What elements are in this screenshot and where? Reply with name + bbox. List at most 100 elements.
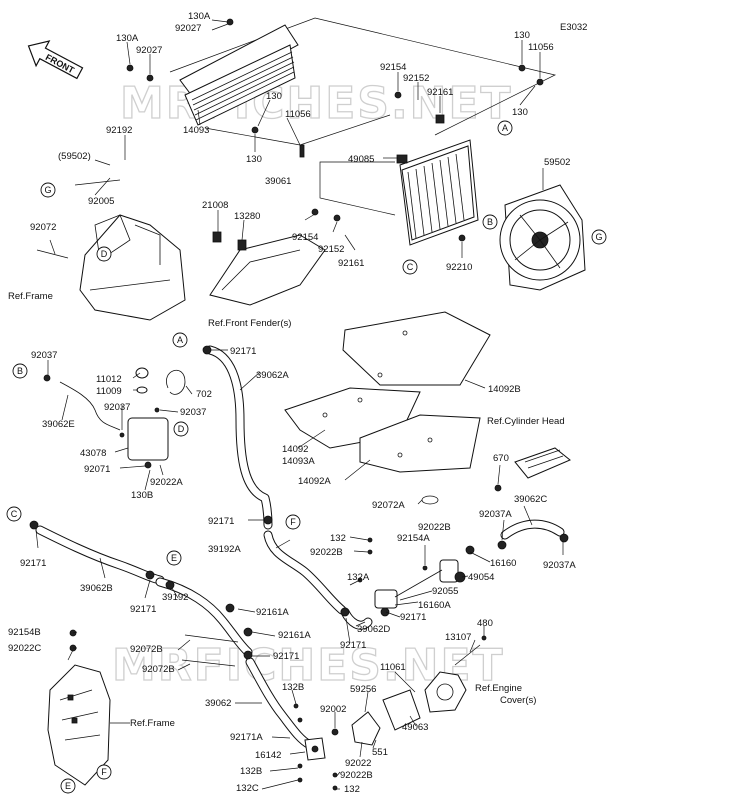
part-label: 92072 [30, 222, 56, 233]
part-label: 92072B [130, 644, 163, 655]
part-label: 21008 [202, 200, 228, 211]
part-label: 92022 [345, 758, 371, 769]
part-label: 11056 [285, 109, 311, 120]
svg-text:A: A [177, 335, 183, 345]
part-label: 92171 [340, 640, 366, 651]
fasteners [29, 18, 569, 791]
callout-B-top: B [482, 214, 498, 230]
part-label: 92171 [208, 516, 234, 527]
part-label: 11056 [528, 42, 554, 53]
part-label: 92037A [543, 560, 576, 571]
part-label: 92005 [88, 196, 114, 207]
part-label: 39062C [514, 494, 547, 505]
ref-cylinder-head: Ref.Cylinder Head [487, 416, 565, 427]
part-label: 92022B [340, 770, 373, 781]
part-label: 92171 [230, 346, 256, 357]
oil-cooler-grille [179, 24, 299, 126]
part-label: 92154A [397, 533, 430, 544]
callout-F-mid: F [285, 514, 301, 530]
part-label: 92022C [8, 643, 41, 654]
part-label: 130 [246, 154, 262, 165]
part-label: 92071 [84, 464, 110, 475]
cooling-fan [499, 184, 586, 291]
callout-B-mid: B [12, 363, 28, 379]
part-label: 11012 [96, 374, 122, 385]
part-label: 132A [347, 572, 370, 583]
radiator-core [396, 139, 479, 246]
diagram-code: E3032 [560, 22, 587, 33]
part-label: 92002 [320, 704, 346, 715]
part-label: 39062D [357, 624, 390, 635]
part-label: 49063 [402, 722, 428, 733]
part-label: 39192A [208, 544, 241, 555]
callout-D-mid: D [173, 421, 189, 437]
part-label: 59256 [350, 684, 376, 695]
frame-top-left [79, 214, 186, 321]
part-label: 702 [196, 389, 212, 400]
part-label: 92171 [400, 612, 426, 623]
svg-text:E: E [65, 781, 71, 791]
ref-frame-bottom: Ref.Frame [130, 718, 175, 729]
part-label: 16142 [255, 750, 281, 761]
callout-F-bottom: F [96, 764, 112, 780]
part-label: 130B [131, 490, 153, 501]
part-label: (59502) [58, 151, 91, 162]
ref-engine-cover-line1: Ref.Engine [475, 683, 522, 694]
part-label: 92192 [106, 125, 132, 136]
front-fender [209, 231, 326, 306]
part-label: 16160 [490, 558, 516, 569]
part-label: 14092B [488, 384, 521, 395]
part-label: 49085 [348, 154, 374, 165]
svg-text:B: B [17, 366, 23, 376]
part-label: 132 [344, 784, 360, 795]
part-label: 92037 [104, 402, 130, 413]
part-label: 132B [240, 766, 262, 777]
part-label: 92171 [273, 651, 299, 662]
part-label: 13107 [445, 632, 471, 643]
part-label: 14093 [183, 125, 209, 136]
part-label: 92154 [292, 232, 318, 243]
callout-E-bottom: E [60, 778, 76, 794]
callout-A-mid: A [172, 332, 188, 348]
watermark-top: MRFICHES.NET [120, 78, 513, 129]
part-label: 670 [493, 453, 509, 464]
cylinder-head-fitting [514, 447, 571, 479]
svg-text:D: D [101, 249, 108, 259]
part-label: 14093A [282, 456, 315, 467]
part-label: 92152 [403, 73, 429, 84]
part-label: 11061 [380, 662, 406, 673]
part-label: 43078 [80, 448, 106, 459]
part-label: 92171 [130, 604, 156, 615]
part-number-labels: 130A 92027 130A 92027 130 11056 130 9215… [8, 11, 576, 795]
thermostat-housing [374, 559, 466, 609]
svg-text:C: C [407, 262, 414, 272]
part-label: 92027 [136, 45, 162, 56]
part-label: 16160A [418, 600, 451, 611]
part-label: 92171 [20, 558, 46, 569]
part-label: 92161A [256, 607, 289, 618]
part-label: 13280 [234, 211, 260, 222]
part-label: 92154 [380, 62, 406, 73]
part-label: 92037 [31, 350, 57, 361]
part-label: 92171A [230, 732, 263, 743]
svg-text:B: B [487, 217, 493, 227]
part-label: 92072A [372, 500, 405, 511]
part-label: 92161 [427, 87, 453, 98]
part-label: 92022B [418, 522, 451, 533]
part-label: 14092 [282, 444, 308, 455]
svg-text:F: F [290, 517, 296, 527]
svg-text:C: C [11, 509, 18, 519]
callout-E-mid: E [166, 550, 182, 566]
part-label: 92055 [432, 586, 458, 597]
part-label: 92037 [180, 407, 206, 418]
reservoir-tank [119, 367, 186, 469]
part-label: 132B [282, 682, 304, 693]
part-label: 130A [116, 33, 139, 44]
callout-D-top: D [96, 246, 112, 262]
ref-front-fenders: Ref.Front Fender(s) [208, 318, 291, 329]
svg-text:D: D [178, 424, 185, 434]
part-label: 39062 [205, 698, 231, 709]
heat-guard-plates [284, 311, 491, 473]
part-label: 39062B [80, 583, 113, 594]
